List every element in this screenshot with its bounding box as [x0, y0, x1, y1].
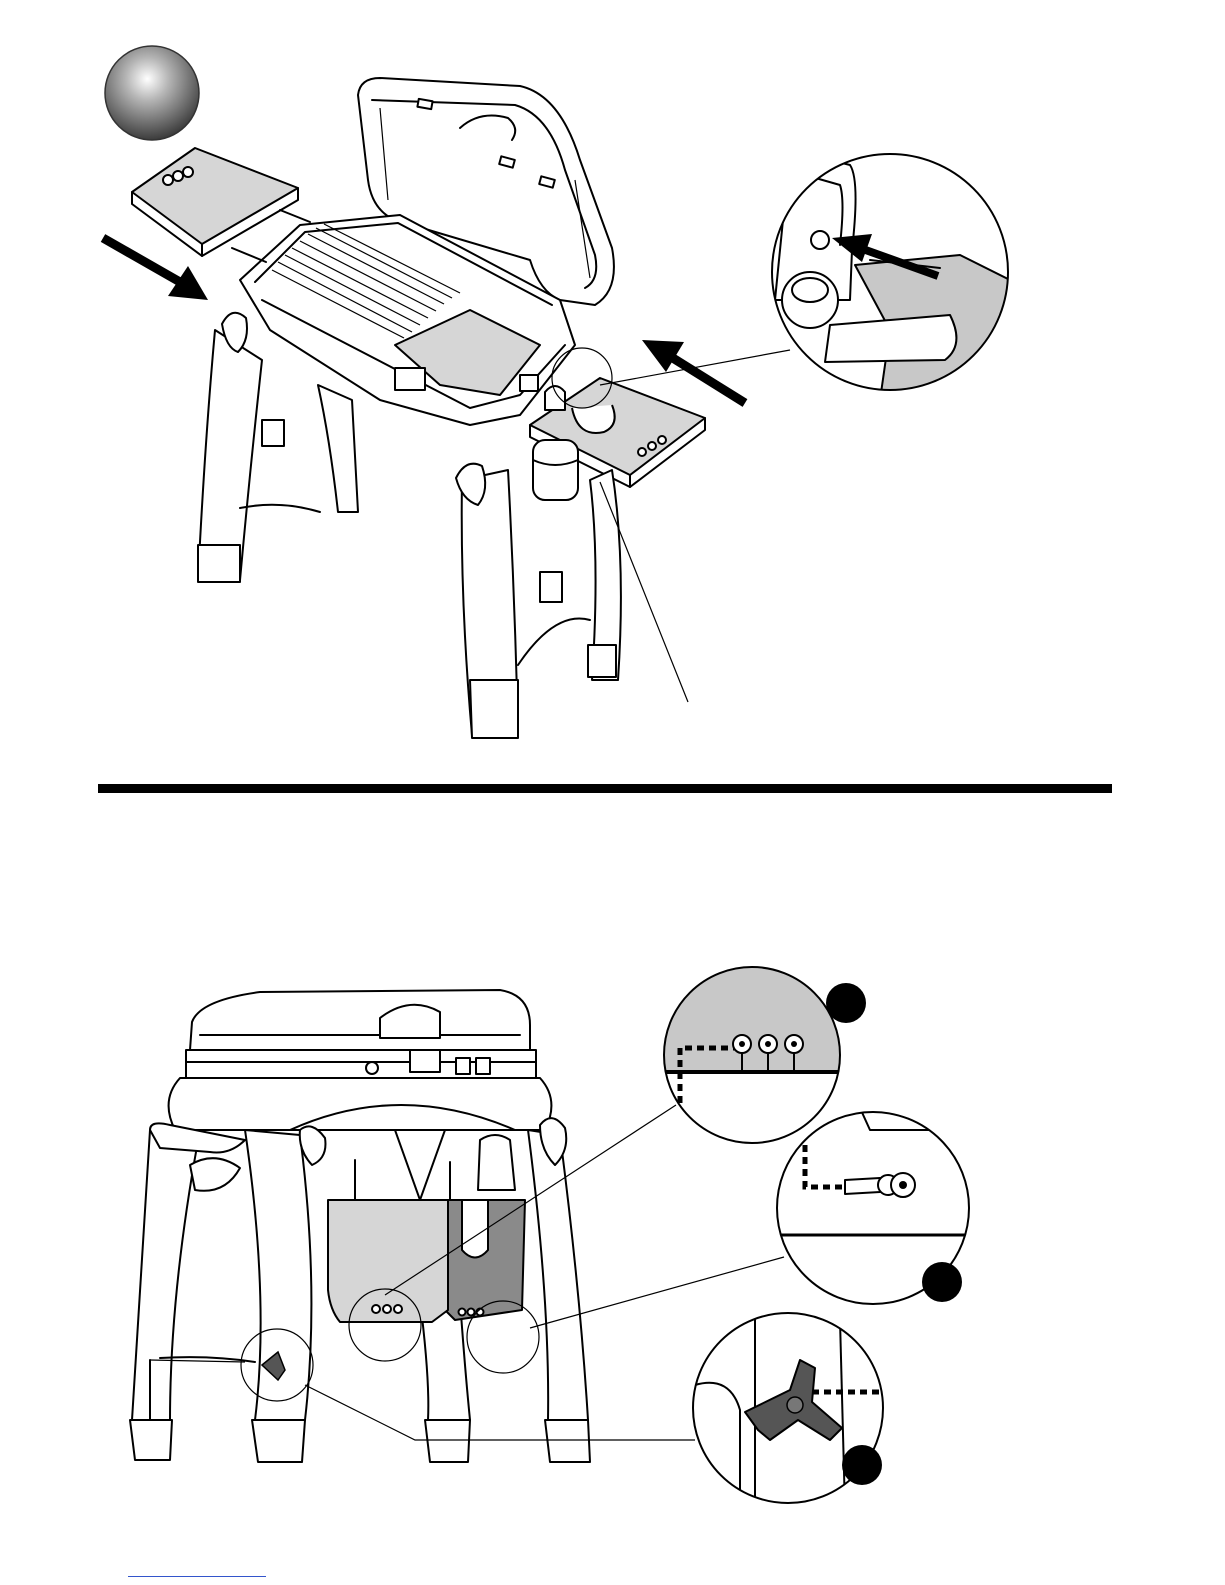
footer-underline — [128, 1576, 266, 1577]
detail-circle-pin — [777, 1108, 980, 1304]
detail-marker-1 — [826, 983, 866, 1023]
detail-marker-3 — [842, 1445, 882, 1485]
leader-knob-2 — [305, 1385, 695, 1440]
grill-front-lid — [186, 990, 536, 1078]
detail-circle-knob — [693, 1313, 883, 1510]
detail-marker-2 — [922, 1262, 962, 1302]
detail-circle-hooks — [660, 960, 866, 1143]
